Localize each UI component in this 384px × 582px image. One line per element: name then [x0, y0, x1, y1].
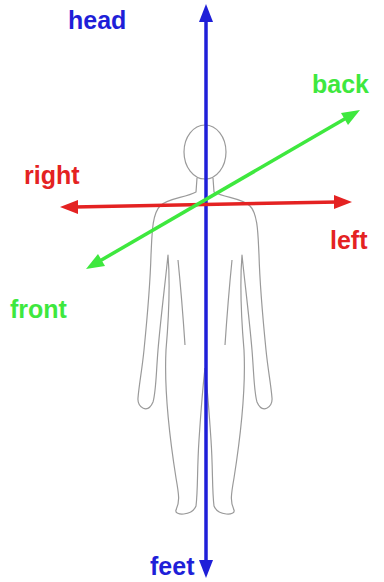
figure-left-half — [138, 178, 205, 514]
arrowhead-right — [60, 200, 78, 214]
axis-head-feet — [199, 4, 213, 578]
arrowhead-head — [199, 4, 213, 22]
axis-label-right: right — [24, 163, 80, 188]
depth-axis-line — [98, 117, 348, 262]
axis-label-front: front — [10, 297, 67, 322]
arrowhead-back — [341, 110, 360, 125]
vertical-axis-line — [204, 18, 208, 564]
horizontal-axis-line — [74, 202, 338, 207]
arrowhead-feet — [199, 560, 213, 578]
arrowhead-front — [86, 254, 105, 269]
axis-label-left: left — [330, 228, 368, 253]
axis-label-head: head — [68, 8, 126, 33]
arrowhead-left — [334, 195, 352, 209]
axis-label-feet: feet — [150, 554, 194, 579]
figure-right-half — [205, 178, 272, 514]
axis-label-back: back — [312, 72, 369, 97]
axis-front-back — [86, 110, 360, 269]
